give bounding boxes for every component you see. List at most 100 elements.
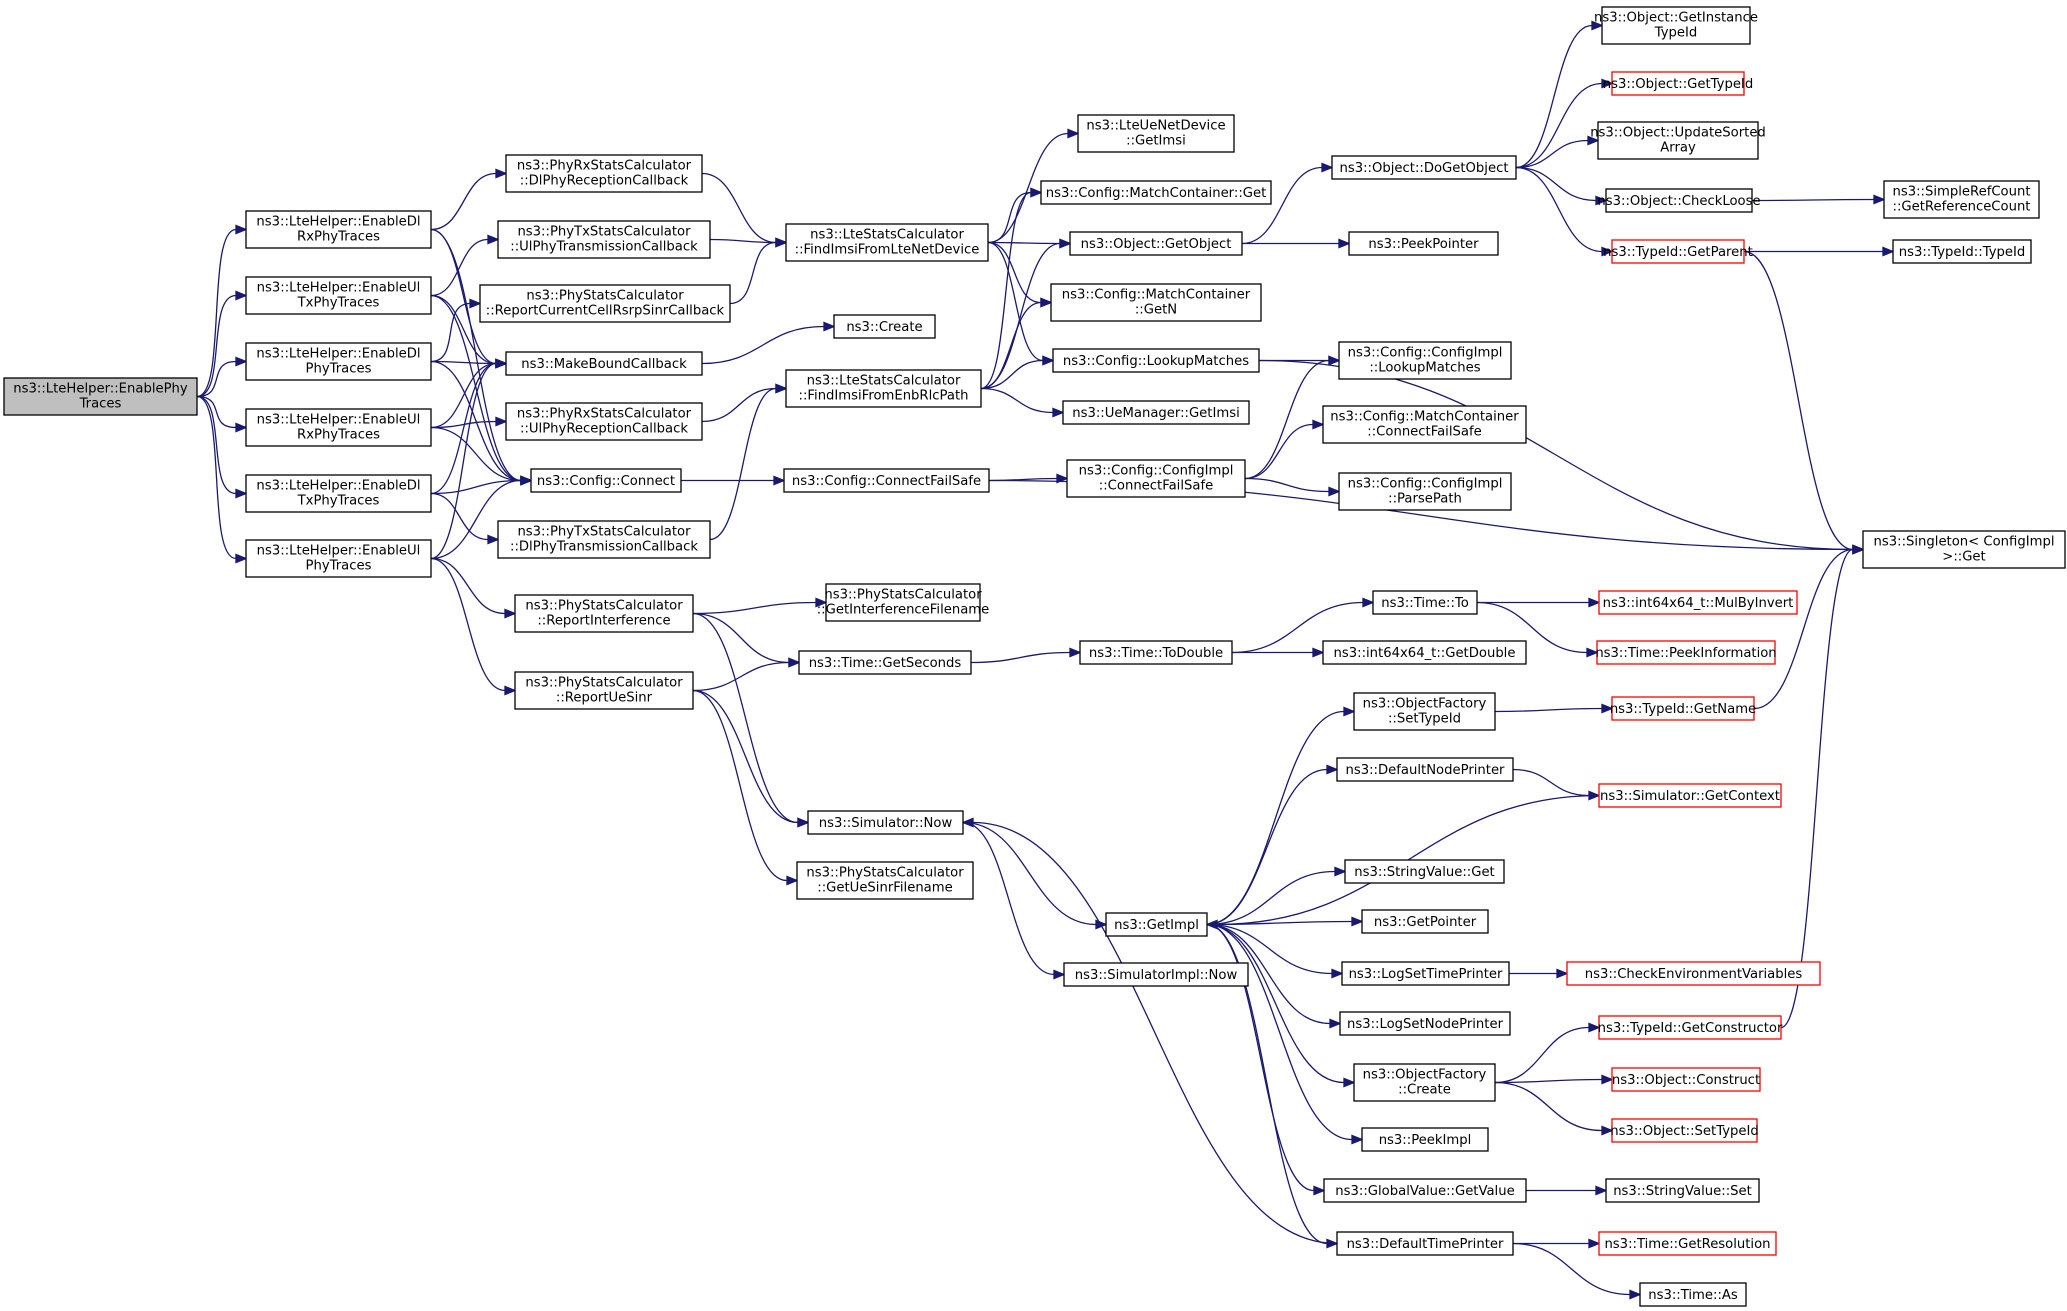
edge-getImpl-to-logSetNodePrinter — [1206, 923, 1342, 1029]
edge-line — [962, 821, 1097, 926]
node-create[interactable]: ns3::Create — [833, 314, 936, 339]
node-i64-get-double[interactable]: ns3::int64x64_t::GetDouble — [1322, 640, 1527, 665]
node-get-ue-sinr-fn[interactable]: ns3::PhyStatsCalculator::GetUeSinrFilena… — [796, 861, 974, 900]
node-check-loose[interactable]: ns3::Object::CheckLoose — [1597, 188, 1761, 213]
node-get-parent[interactable]: ns3::TypeId::GetParent — [1603, 239, 1753, 264]
edge-line — [1515, 166, 1597, 202]
node-find-net[interactable]: ns3::LteStatsCalculator::FindImsiFromLte… — [785, 223, 989, 262]
node-cfg-connect[interactable]: ns3::Config::Connect — [530, 468, 682, 493]
node-mc-get-n[interactable]: ns3::Config::MatchContainer::GetN — [1050, 283, 1262, 322]
edge-tidGetCtor-to-singletonGet — [1780, 544, 1865, 1029]
node-dl-trans[interactable]: ns3::PhyTxStatsCalculator::DlPhyTransmis… — [497, 520, 711, 559]
node-label-line: ::UlPhyTransmissionCallback — [510, 240, 698, 255]
node-obj-construct[interactable]: ns3::Object::Construct — [1611, 1067, 1761, 1092]
node-time-get-res[interactable]: ns3::Time::GetResolution — [1598, 1231, 1777, 1256]
edge-line — [1515, 166, 1603, 253]
node-def-time-printer[interactable]: ns3::DefaultTimePrinter — [1336, 1231, 1514, 1256]
node-mc-conn-f-s[interactable]: ns3::Config::MatchContainer::ConnectFail… — [1322, 405, 1527, 444]
node-rep-ue-sinr[interactable]: ns3::PhyStatsCalculator::ReportUeSinr — [514, 671, 694, 710]
node-gv-get-value[interactable]: ns3::GlobalValue::GetValue — [1323, 1178, 1527, 1203]
node-label-line: ns3::LogSetTimePrinter — [1349, 967, 1503, 982]
node-of-create[interactable]: ns3::ObjectFactory::Create — [1353, 1063, 1496, 1102]
node-rep-interf[interactable]: ns3::PhyStatsCalculator::ReportInterfere… — [514, 594, 694, 633]
node-def-node-printer[interactable]: ns3::DefaultNodePrinter — [1336, 757, 1514, 782]
node-label-line: ::GetReferenceCount — [1893, 200, 2031, 215]
node-sim-impl-now[interactable]: ns3::SimulatorImpl::Now — [1063, 962, 1249, 987]
node-do-get-object[interactable]: ns3::Object::DoGetObject — [1331, 155, 1517, 180]
node-check-env[interactable]: ns3::CheckEnvironmentVariables — [1566, 961, 1821, 986]
node-str-val-set[interactable]: ns3::StringValue::Set — [1605, 1178, 1760, 1203]
node-get-pointer[interactable]: ns3::GetPointer — [1361, 909, 1489, 934]
node-obj-set-type-id[interactable]: ns3::Object::SetTypeId — [1610, 1118, 1759, 1143]
node-label-line: ns3::PeekPointer — [1368, 237, 1479, 252]
node-obj-get-object[interactable]: ns3::Object::GetObject — [1069, 231, 1243, 256]
node-ue-get-imsi[interactable]: ns3::LteUeNetDevice::GetImsi — [1077, 114, 1235, 153]
node-label-line: ns3::Config::ConfigImpl — [1348, 346, 1503, 361]
node-time-to-double[interactable]: ns3::Time::ToDouble — [1079, 640, 1233, 665]
node-box — [1892, 239, 2032, 264]
edge-line — [196, 395, 237, 560]
node-cfg-impl-parse[interactable]: ns3::Config::ConfigImpl::ParsePath — [1338, 472, 1512, 511]
node-obj-get-type-id[interactable]: ns3::Object::GetTypeId — [1603, 71, 1753, 96]
node-get-interf-fn[interactable]: ns3::PhyStatsCalculator::GetInterference… — [817, 583, 990, 622]
node-label-line: ns3::PhyTxStatsCalculator — [517, 225, 691, 240]
node-mul-by-invert[interactable]: ns3::int64x64_t::MulByInvert — [1598, 590, 1798, 615]
node-cfg-impl-c-f-s[interactable]: ns3::Config::ConfigImpl::ConnectFailSafe — [1066, 459, 1246, 498]
edge-arrowhead — [504, 608, 517, 619]
node-peek-info[interactable]: ns3::Time::PeekInformation — [1595, 640, 1777, 665]
node-log-set-time-printer[interactable]: ns3::LogSetTimePrinter — [1341, 961, 1510, 986]
node-ue-mgr-get-imsi[interactable]: ns3::UeManager::GetImsi — [1062, 400, 1250, 425]
node-get-impl[interactable]: ns3::GetImpl — [1105, 912, 1208, 937]
node-time-to[interactable]: ns3::Time::To — [1372, 590, 1478, 615]
node-log-set-node-printer[interactable]: ns3::LogSetNodePrinter — [1339, 1011, 1511, 1036]
node-sim-now[interactable]: ns3::Simulator::Now — [807, 810, 964, 835]
node-singleton-get[interactable]: ns3::Singleton< ConfigImpl >::Get — [1862, 530, 2066, 569]
node-sim-get-context[interactable]: ns3::Simulator::GetContext — [1598, 783, 1782, 808]
node-simple-ref-count[interactable]: ns3::SimpleRefCount::GetReferenceCount — [1883, 180, 2040, 219]
node-report-rsrp[interactable]: ns3::PhyStatsCalculator::ReportCurrentCe… — [479, 284, 731, 323]
node-ul-trans[interactable]: ns3::PhyTxStatsCalculator::UlPhyTransmis… — [497, 220, 711, 259]
node-label-line: ns3::GlobalValue::GetValue — [1335, 1184, 1514, 1199]
edge-tidGetName-to-singletonGet — [1753, 544, 1865, 710]
node-str-val-get[interactable]: ns3::StringValue::Get — [1344, 859, 1505, 884]
node-tid-get-name[interactable]: ns3::TypeId::GetName — [1610, 696, 1756, 721]
node-get-seconds[interactable]: ns3::Time::GetSeconds — [798, 650, 972, 675]
edge-findNet-to-mcGet — [987, 187, 1043, 244]
node-ul-recv[interactable]: ns3::PhyRxStatsCalculator::UlPhyReceptio… — [505, 402, 703, 441]
node-peek-pointer[interactable]: ns3::PeekPointer — [1348, 231, 1499, 256]
node-dl-recv[interactable]: ns3::PhyRxStatsCalculator::DlPhyReceptio… — [505, 154, 703, 193]
node-make-bound[interactable]: ns3::MakeBoundCallback — [505, 351, 703, 376]
node-tid-type-id[interactable]: ns3::TypeId::TypeId — [1892, 239, 2032, 264]
nodes-layer: ns3::LteHelper::EnablePhyTracesns3::LteH… — [3, 6, 2066, 1307]
node-of-set-type-id[interactable]: ns3::ObjectFactory::SetTypeId — [1353, 692, 1496, 731]
node-time-as[interactable]: ns3::Time::As — [1639, 1282, 1747, 1307]
node-box — [1338, 472, 1512, 511]
edge-arrowhead — [520, 475, 533, 486]
node-mc-get[interactable]: ns3::Config::MatchContainer::Get — [1040, 180, 1272, 205]
node-conn-fail-safe[interactable]: ns3::Config::ConnectFailSafe — [783, 468, 990, 493]
edge-root-to-enDlRx — [196, 224, 248, 398]
edge-line — [692, 689, 788, 882]
edge-line — [1206, 768, 1328, 926]
node-lookup-matches[interactable]: ns3::Config::LookupMatches — [1052, 348, 1260, 373]
edge-simNow-to-getImpl — [962, 821, 1108, 930]
node-peek-impl[interactable]: ns3::PeekImpl — [1361, 1127, 1489, 1152]
edge-ofCreate-to-objConstruct — [1494, 1074, 1614, 1085]
node-label-line: ::ReportUeSinr — [556, 691, 653, 706]
edge-line — [1206, 923, 1333, 975]
edge-enUlPhy-to-repUeSinr — [430, 557, 517, 696]
edge-line — [430, 492, 489, 541]
node-tid-get-ctor[interactable]: ns3::TypeId::GetConstructor — [1598, 1015, 1783, 1040]
node-find-rlc[interactable]: ns3::LteStatsCalculator::FindImsiFromEnb… — [785, 369, 982, 408]
node-cfg-impl-lookup[interactable]: ns3::Config::ConfigImpl::LookupMatches — [1338, 341, 1512, 380]
edge-line — [196, 395, 237, 429]
